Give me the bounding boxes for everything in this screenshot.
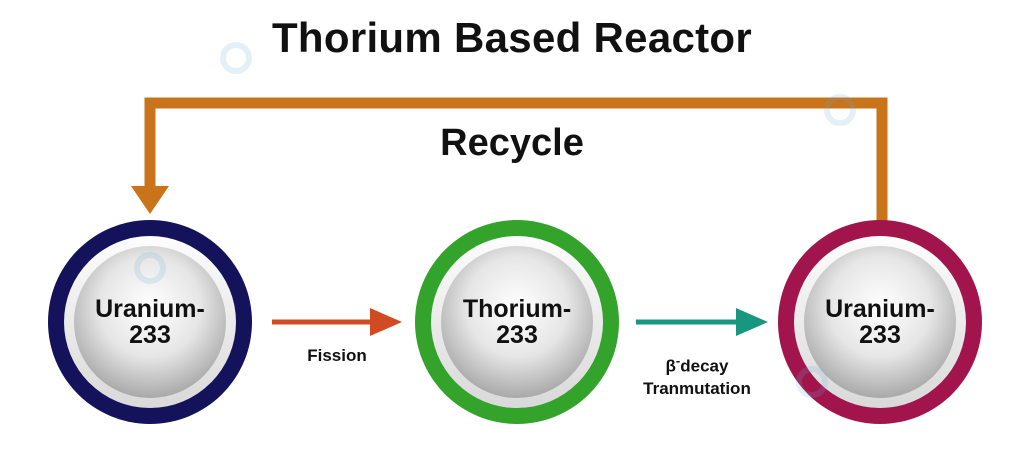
- node-label-line2: 233: [129, 321, 171, 349]
- decay-label-line2: Tranmutation: [643, 378, 751, 398]
- node-label-thorium: Thorium- 233: [432, 296, 602, 348]
- node-label-line2: 233: [859, 321, 901, 349]
- beta-symbol: β: [665, 356, 676, 376]
- fission-label: Fission: [307, 346, 367, 365]
- beta-minus-sup: -: [675, 353, 681, 368]
- recycle-label: Recycle: [440, 122, 584, 164]
- node-uranium-233-right: [778, 220, 982, 424]
- node-label-line1: Thorium-: [462, 295, 572, 323]
- watermark-icon: [134, 252, 166, 284]
- decay-label-line1: β-decay: [612, 350, 782, 378]
- recycle-loop-arrow: [144, 97, 888, 222]
- node-label-line2: 233: [496, 321, 538, 349]
- watermark-icon: [796, 366, 828, 398]
- watermark-icon: [824, 94, 856, 126]
- node-label-uranium-left: Uranium- 233: [65, 296, 235, 348]
- node-label-line1: Uranium-: [825, 295, 935, 323]
- recycle-arrowhead: [131, 186, 169, 214]
- diagram-title: Thorium Based Reactor: [271, 14, 753, 61]
- watermark-icon: [220, 42, 252, 74]
- node-uranium-233-left: [48, 220, 252, 424]
- decay-label: β-decay Tranmutation: [612, 350, 782, 400]
- node-label-line1: Uranium-: [95, 295, 205, 323]
- node-inner-disc: [74, 246, 226, 398]
- decay-word: decay: [680, 356, 729, 376]
- decay-arrowhead: [736, 308, 768, 336]
- node-label-uranium-right: Uranium- 233: [795, 296, 965, 348]
- watermark-logo: [134, 42, 856, 398]
- node-thorium-233: [415, 220, 619, 424]
- fission-arrowhead: [370, 308, 402, 336]
- node-inner-disc: [804, 246, 956, 398]
- node-inner-disc: [441, 246, 593, 398]
